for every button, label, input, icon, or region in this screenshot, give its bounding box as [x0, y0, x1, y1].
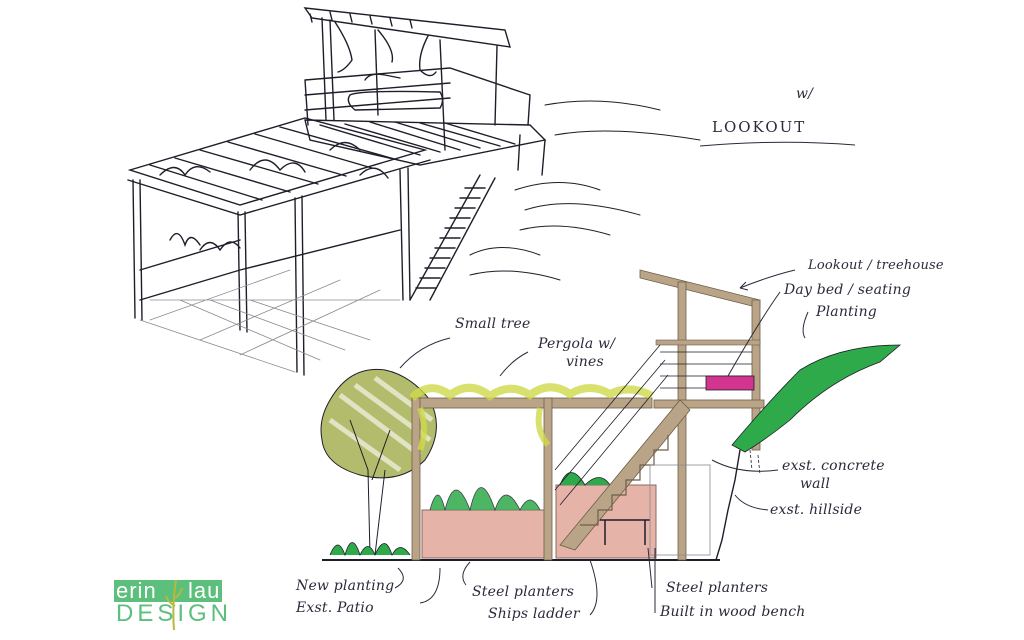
- annotation-lookout: Lookout / treehouse: [808, 258, 944, 273]
- annotation-concrete-wall-line2: wall: [800, 476, 831, 492]
- logo-sprout-icon: [165, 579, 183, 630]
- annotation-hillside: exst. hillside: [770, 502, 863, 518]
- annotation-planting: Planting: [816, 304, 877, 320]
- logo-word-lau: lau: [188, 578, 221, 603]
- erin-lau-design-logo: erin lau DESIGN: [114, 578, 228, 630]
- annotation-new-planting: New planting: [296, 578, 395, 594]
- logo-band: [114, 580, 222, 602]
- annotation-ships-ladder: Ships ladder: [488, 606, 580, 622]
- title-label: LOOKOUT: [712, 118, 807, 136]
- annotation-steel-planters-left: Steel planters: [472, 584, 575, 600]
- annotation-small-tree: Small tree: [455, 316, 531, 332]
- leader-lines: [394, 269, 809, 616]
- perspective-sketch: [127, 7, 701, 376]
- title-underline: [700, 141, 856, 147]
- section-sketch: [320, 269, 902, 561]
- logo-word-erin: erin: [116, 578, 157, 603]
- annotation-pergola-line2: vines: [566, 354, 604, 370]
- annotation-patio: Exst. Patio: [296, 600, 374, 616]
- logo-wordmark-top: erin lau: [116, 578, 219, 604]
- annotation-wood-bench: Built in wood bench: [660, 604, 806, 620]
- title-prefix: w/: [796, 86, 814, 102]
- annotation-pergola-line1: Pergola w/: [538, 336, 616, 352]
- annotation-steel-planters-right: Steel planters: [666, 580, 769, 596]
- annotation-daybed: Day bed / seating: [784, 282, 912, 298]
- annotation-concrete-wall-line1: exst. concrete: [782, 458, 885, 474]
